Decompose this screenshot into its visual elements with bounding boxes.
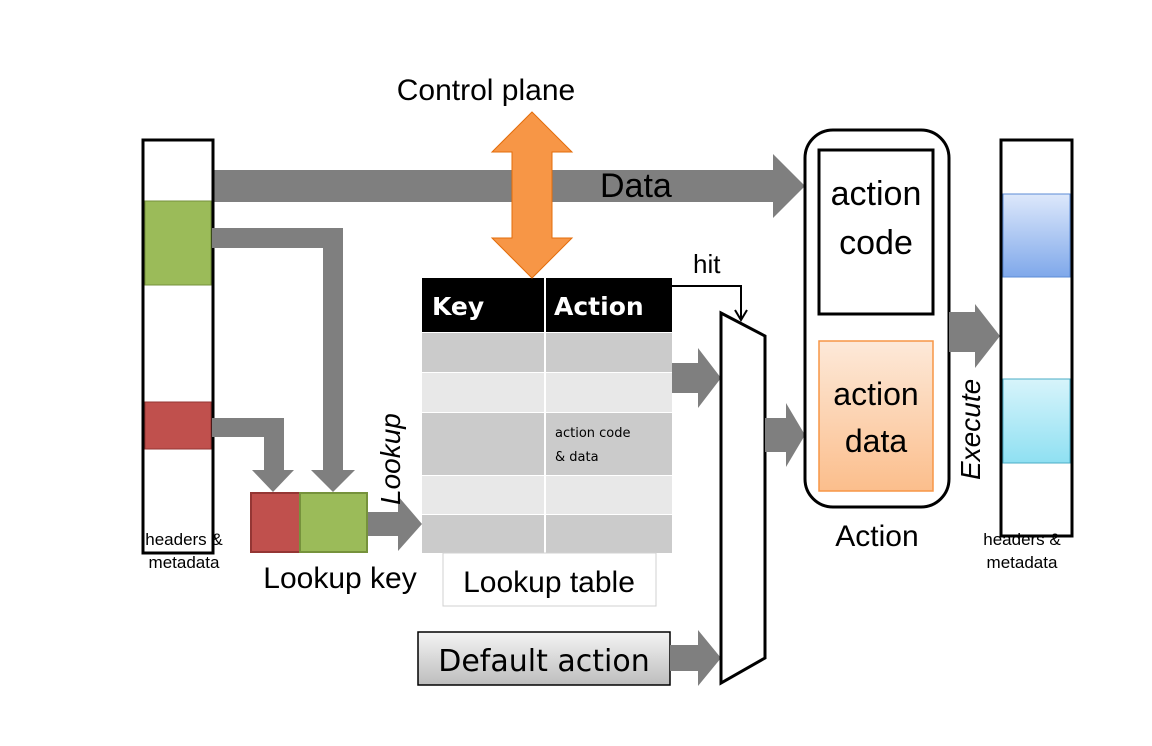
lookup-arrow <box>368 496 422 551</box>
hit-label: hit <box>693 249 721 279</box>
table-row <box>422 333 672 372</box>
left-headers-label-1: headers & <box>145 530 223 549</box>
table-row <box>422 413 672 475</box>
table-entry-text-1: action code <box>555 426 631 441</box>
hit-line <box>672 285 742 318</box>
lookup-table-label-box <box>442 552 657 607</box>
execute-label: Execute <box>955 379 986 480</box>
multiplexer <box>719 310 767 686</box>
execute-arrow <box>949 304 1000 368</box>
lookup-table: Key Action action code & data <box>422 278 672 553</box>
left-headers-label-2: metadata <box>149 553 220 572</box>
lookup-key-label: Lookup key <box>263 562 416 595</box>
action-data-label-1: action <box>833 376 918 412</box>
control-plane-arrow <box>490 111 574 279</box>
left-green-field <box>144 200 212 286</box>
lookup-key-green-part <box>299 492 368 553</box>
action-code-box <box>817 148 935 316</box>
lookup-label: Lookup <box>375 413 406 505</box>
table-header-row <box>422 278 672 332</box>
table-row <box>422 476 672 514</box>
right-headers-label-2: metadata <box>987 553 1058 572</box>
action-label: Action <box>835 520 918 553</box>
action-code-label-2: code <box>839 224 913 262</box>
default-action-arrow <box>670 630 721 686</box>
data-label: Data <box>600 167 672 205</box>
green-field-arrow <box>212 228 355 492</box>
mux-to-action-arrow <box>765 403 805 467</box>
table-entry-text-2: & data <box>555 450 599 465</box>
table-row <box>422 515 672 553</box>
default-action-label: Default action <box>438 644 650 679</box>
table-header-key: Key <box>432 292 484 321</box>
action-data-label-2: data <box>845 423 907 459</box>
action-data-box <box>818 340 934 492</box>
red-field-arrow <box>212 418 294 492</box>
data-arrow <box>212 154 805 218</box>
right-headers-label-1: headers & <box>983 530 1061 549</box>
right-blue-field <box>1002 193 1071 278</box>
lookup-key-red-part <box>250 492 301 553</box>
control-plane-label: Control plane <box>397 74 575 107</box>
table-row <box>422 373 672 412</box>
lookup-table-label: Lookup table <box>463 566 635 599</box>
table-to-mux-arrow <box>672 348 721 408</box>
left-red-field <box>144 401 212 450</box>
right-cyan-field <box>1002 378 1071 464</box>
table-header-action: Action <box>554 292 644 321</box>
action-code-label-1: action <box>831 175 922 213</box>
